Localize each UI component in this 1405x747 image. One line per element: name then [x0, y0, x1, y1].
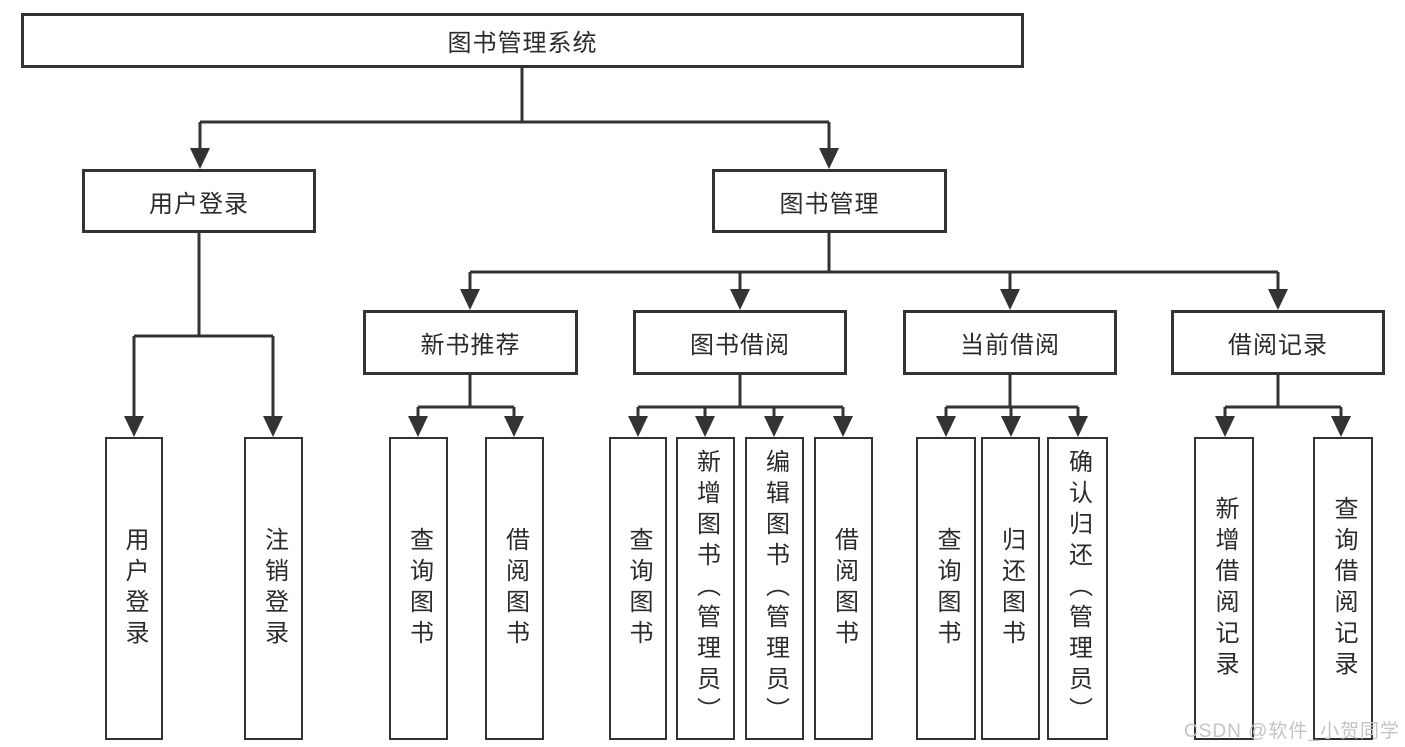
arrowhead-down-icon	[1331, 416, 1351, 437]
arrowhead-down-icon	[460, 289, 480, 310]
arrowhead-down-icon	[1068, 416, 1088, 437]
leaf-query-book-recommend: 查询图书	[389, 437, 448, 740]
leaf-borrow-book-recommend: 借阅图书	[485, 437, 544, 740]
leaf-borrow-book: 借阅图书	[814, 437, 873, 740]
leaf-confirm-return-admin: 确认归还（管理员）	[1047, 437, 1108, 740]
leaf-query-borrow-record: 查询借阅记录	[1313, 437, 1373, 740]
node-current-borrow: 当前借阅	[903, 310, 1117, 375]
arrowhead-down-icon	[1000, 289, 1020, 310]
arrowhead-down-icon	[1215, 416, 1235, 437]
arrowhead-down-icon	[628, 416, 648, 437]
leaf-query-book-borrow: 查询图书	[609, 437, 667, 740]
connector-root-to-level1	[190, 68, 839, 169]
arrowhead-down-icon	[764, 416, 784, 437]
node-borrow-record: 借阅记录	[1171, 310, 1385, 375]
node-library-management-system: 图书管理系统	[21, 13, 1024, 68]
leaf-add-book-admin: 新增图书（管理员）	[676, 437, 735, 740]
arrowhead-down-icon	[1001, 416, 1021, 437]
connector-book-management-to-level2	[460, 233, 1288, 310]
leaf-add-borrow-record: 新增借阅记录	[1194, 437, 1254, 740]
arrowhead-down-icon	[819, 148, 839, 169]
arrowhead-down-icon	[936, 416, 956, 437]
node-book-borrow: 图书借阅	[633, 310, 847, 375]
node-book-management: 图书管理	[712, 169, 947, 233]
connector-book-borrow-to-leaves	[628, 375, 853, 437]
arrowhead-down-icon	[190, 148, 210, 169]
arrowhead-down-icon	[263, 416, 283, 437]
leaf-logout: 注销登录	[244, 437, 303, 740]
arrowhead-down-icon	[124, 416, 144, 437]
leaf-user-login: 用户登录	[105, 437, 163, 740]
leaf-query-book-current: 查询图书	[916, 437, 976, 740]
arrowhead-down-icon	[1268, 289, 1288, 310]
leaf-return-book: 归还图书	[981, 437, 1040, 740]
connector-current-borrow-to-leaves	[936, 375, 1088, 437]
connector-new-book-recommend-to-leaves	[408, 375, 524, 437]
leaf-edit-book-admin: 编辑图书（管理员）	[745, 437, 804, 740]
watermark: CSDN @软件_小贺同学	[1184, 721, 1400, 742]
arrowhead-down-icon	[504, 416, 524, 437]
connector-user-login-to-leaves	[124, 233, 283, 437]
node-user-login: 用户登录	[82, 169, 316, 233]
arrowhead-down-icon	[408, 416, 428, 437]
arrowhead-down-icon	[730, 289, 750, 310]
arrowhead-down-icon	[833, 416, 853, 437]
arrowhead-down-icon	[695, 416, 715, 437]
connector-borrow-record-to-leaves	[1215, 375, 1351, 437]
node-new-book-recommend: 新书推荐	[363, 310, 578, 375]
